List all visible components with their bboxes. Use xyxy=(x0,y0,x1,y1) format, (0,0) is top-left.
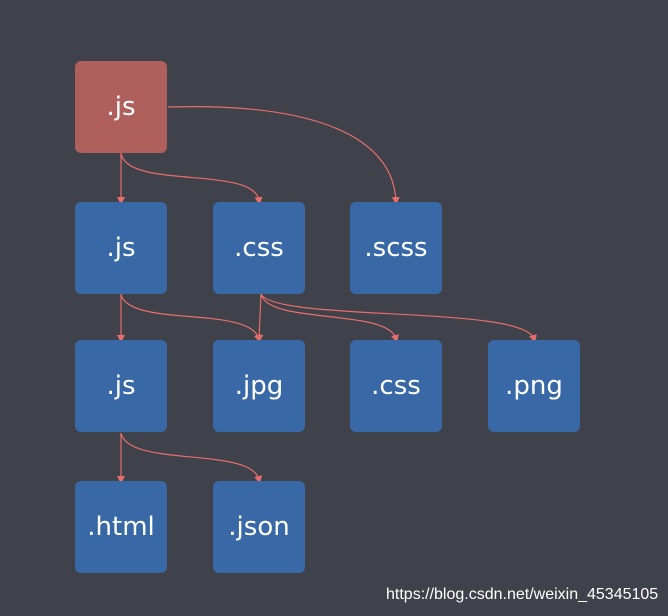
node-row1-js: .js xyxy=(75,202,167,294)
node-row3-json: .json xyxy=(213,481,305,573)
node-row2-jpg: .jpg xyxy=(213,340,305,432)
node-row2-png: .png xyxy=(488,340,580,432)
node-row3-html: .html xyxy=(75,481,167,573)
node-row1-css: .css xyxy=(213,202,305,294)
edge-root-js-to-css xyxy=(120,152,263,205)
edge-css-to-jpg xyxy=(255,293,264,343)
node-root-js: .js xyxy=(75,61,167,153)
node-root-js-label: .js xyxy=(106,92,136,122)
node-row2-js-label: .js xyxy=(106,371,136,401)
watermark-url: https://blog.csdn.net/weixin_45345105 xyxy=(386,586,659,603)
node-row1-js-label: .js xyxy=(106,233,136,263)
edge-js-to-json xyxy=(120,432,263,484)
node-row2-jpg-label: .jpg xyxy=(234,371,284,401)
edge-js-to-jpg xyxy=(120,293,262,343)
node-row3-html-label: .html xyxy=(87,512,155,542)
node-row2-css-label: .css xyxy=(371,371,421,401)
edge-css-to-css xyxy=(260,293,399,343)
node-row1-css-label: .css xyxy=(234,233,284,263)
node-row3-json-label: .json xyxy=(228,512,290,542)
node-row1-scss-label: .scss xyxy=(364,233,428,263)
edge-root-js-to-scss xyxy=(167,106,400,205)
node-row2-png-label: .png xyxy=(505,371,563,401)
node-row1-scss: .scss xyxy=(350,202,442,294)
node-row2-js: .js xyxy=(75,340,167,432)
node-row2-css: .css xyxy=(350,340,442,432)
edge-css-to-png xyxy=(260,293,537,343)
